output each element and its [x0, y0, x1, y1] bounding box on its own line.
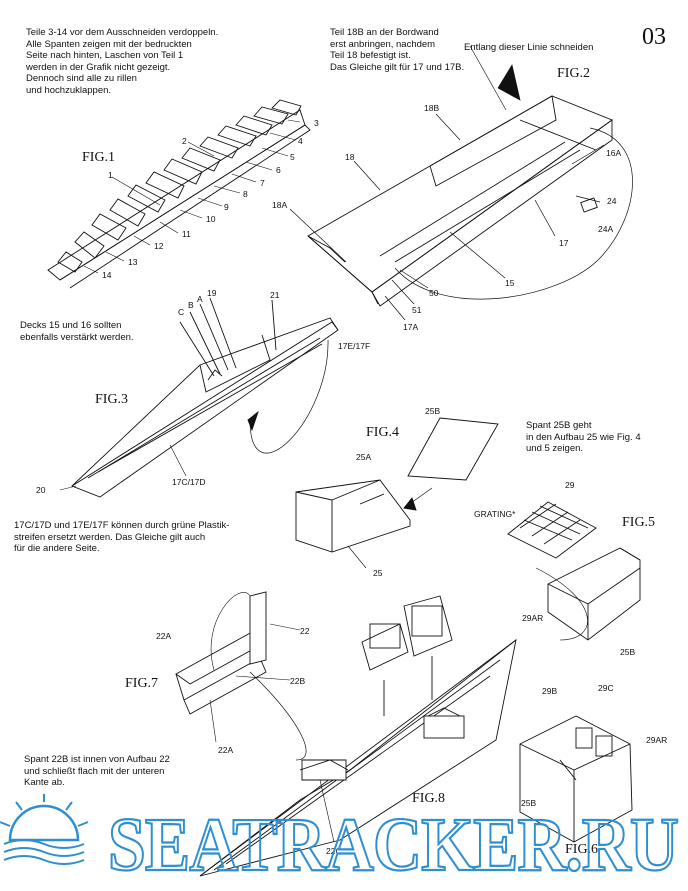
svg-text:SEATRACKER.RU: SEATRACKER.RU [108, 803, 678, 887]
fig2-label-17a: 17A [403, 322, 419, 332]
note-duplicate-parts: Teile 3-14 vor dem Ausschneiden verdoppe… [26, 27, 219, 96]
fig1-label-9: 9 [224, 202, 229, 212]
fig5-label-29: 29 [565, 480, 575, 490]
fig1-label-6: 6 [276, 165, 281, 175]
fig3-label-c: C [178, 307, 185, 317]
figure-title-6: FIG.6 [565, 842, 599, 857]
fig1-label-8: 8 [243, 189, 248, 199]
fig7-label-22b: 22B [290, 676, 306, 686]
page-number: 03 [642, 24, 666, 50]
fig4-label-25a: 25A [356, 452, 372, 462]
fig3-hull [59, 297, 339, 498]
fig2-label-24: 24 [607, 196, 617, 206]
note-plastic-strips: 17C/17D und 17E/17F können durch grüne P… [14, 520, 230, 555]
fig1-label-1: 1 [108, 170, 113, 180]
fig2-label-18b: 18B [424, 103, 440, 113]
note-part-18b: Teil 18B an der Bordwand erst anbringen,… [330, 27, 465, 73]
fig6-label-29c: 29C [598, 683, 614, 693]
fig6-label-29b: 29B [542, 686, 558, 696]
fig2-label-15: 15 [505, 278, 515, 288]
fig4-superstructure [295, 417, 499, 569]
fig1-label-11: 11 [182, 229, 191, 239]
fig3-label-a: A [197, 294, 203, 304]
fig6-superstructure [519, 715, 633, 843]
fig1-label-14: 14 [102, 270, 112, 280]
figure-title-7: FIG.7 [125, 676, 159, 691]
figure-title-4: FIG.4 [366, 425, 400, 440]
fig1-label-7: 7 [260, 178, 265, 188]
fig7-label-22a-top: 22A [156, 631, 172, 641]
fig1-keel-frames [47, 99, 311, 289]
fig2-label-24a: 24A [598, 224, 614, 234]
fig6-label-29ar: 29AR [646, 735, 668, 745]
fig3-label-b: B [188, 300, 194, 310]
figure-title-8: FIG.8 [412, 791, 446, 806]
fig4-label-25b: 25B [425, 406, 441, 416]
seatracker-watermark-logo: SEATRACKER.RU [0, 794, 680, 888]
fig2-label-16a: 16A [606, 148, 622, 158]
fig1-label-10: 10 [206, 214, 216, 224]
fig3-label-21: 21 [270, 290, 280, 300]
fig5-label-29ar: 29AR [522, 613, 544, 623]
fig2-label-17: 17 [559, 238, 569, 248]
fig3-label-20: 20 [36, 485, 46, 495]
fig1-label-4: 4 [298, 136, 303, 146]
fig5-label-grating: GRATING* [474, 509, 516, 519]
fig4-label-25: 25 [373, 568, 383, 578]
fig2-label-18a: 18A [272, 200, 288, 210]
fig8-hull [199, 595, 517, 877]
fig3-label-17c-17d: 17C/17D [172, 477, 206, 487]
fig7-label-22a-bottom: 22A [218, 745, 234, 755]
fig1-label-2: 2 [182, 136, 187, 146]
fig1-label-5: 5 [290, 152, 295, 162]
note-spant-22b: Spant 22B ist innen von Aufbau 22 und sc… [24, 754, 170, 789]
fig3-label-17e-17f: 17E/17F [338, 341, 371, 351]
note-cut-line: Entlang dieser Linie schneiden [464, 42, 594, 53]
fig6-label-25b: 25B [521, 798, 537, 808]
fig1-label-3: 3 [314, 118, 319, 128]
fig7-structure [175, 591, 307, 761]
fig1-leaders [83, 119, 301, 274]
fig2-label-51: 51 [412, 305, 422, 315]
note-decks: Decks 15 und 16 sollten ebenfalls verstä… [20, 320, 134, 343]
figure-title-3: FIG.3 [95, 392, 129, 407]
fig5-superstructure [507, 501, 641, 641]
fig2-callouts [289, 45, 633, 321]
fig2-label-50: 50 [429, 288, 439, 298]
fig1-label-13: 13 [128, 257, 138, 267]
fig8-label-22c: 22C [326, 846, 342, 856]
fig1-label-12: 12 [154, 241, 164, 251]
figure-title-1: FIG.1 [82, 150, 116, 165]
fig2-label-18: 18 [345, 152, 355, 162]
fig7-label-22: 22 [300, 626, 310, 636]
figure-title-5: FIG.5 [622, 515, 656, 530]
figure-title-2: FIG.2 [557, 66, 591, 81]
note-spant-25b: Spant 25B geht in den Aufbau 25 wie Fig.… [526, 420, 641, 455]
fig2-hull [307, 95, 613, 307]
fig3-label-19: 19 [207, 288, 217, 298]
fig5-label-25b: 25B [620, 647, 636, 657]
